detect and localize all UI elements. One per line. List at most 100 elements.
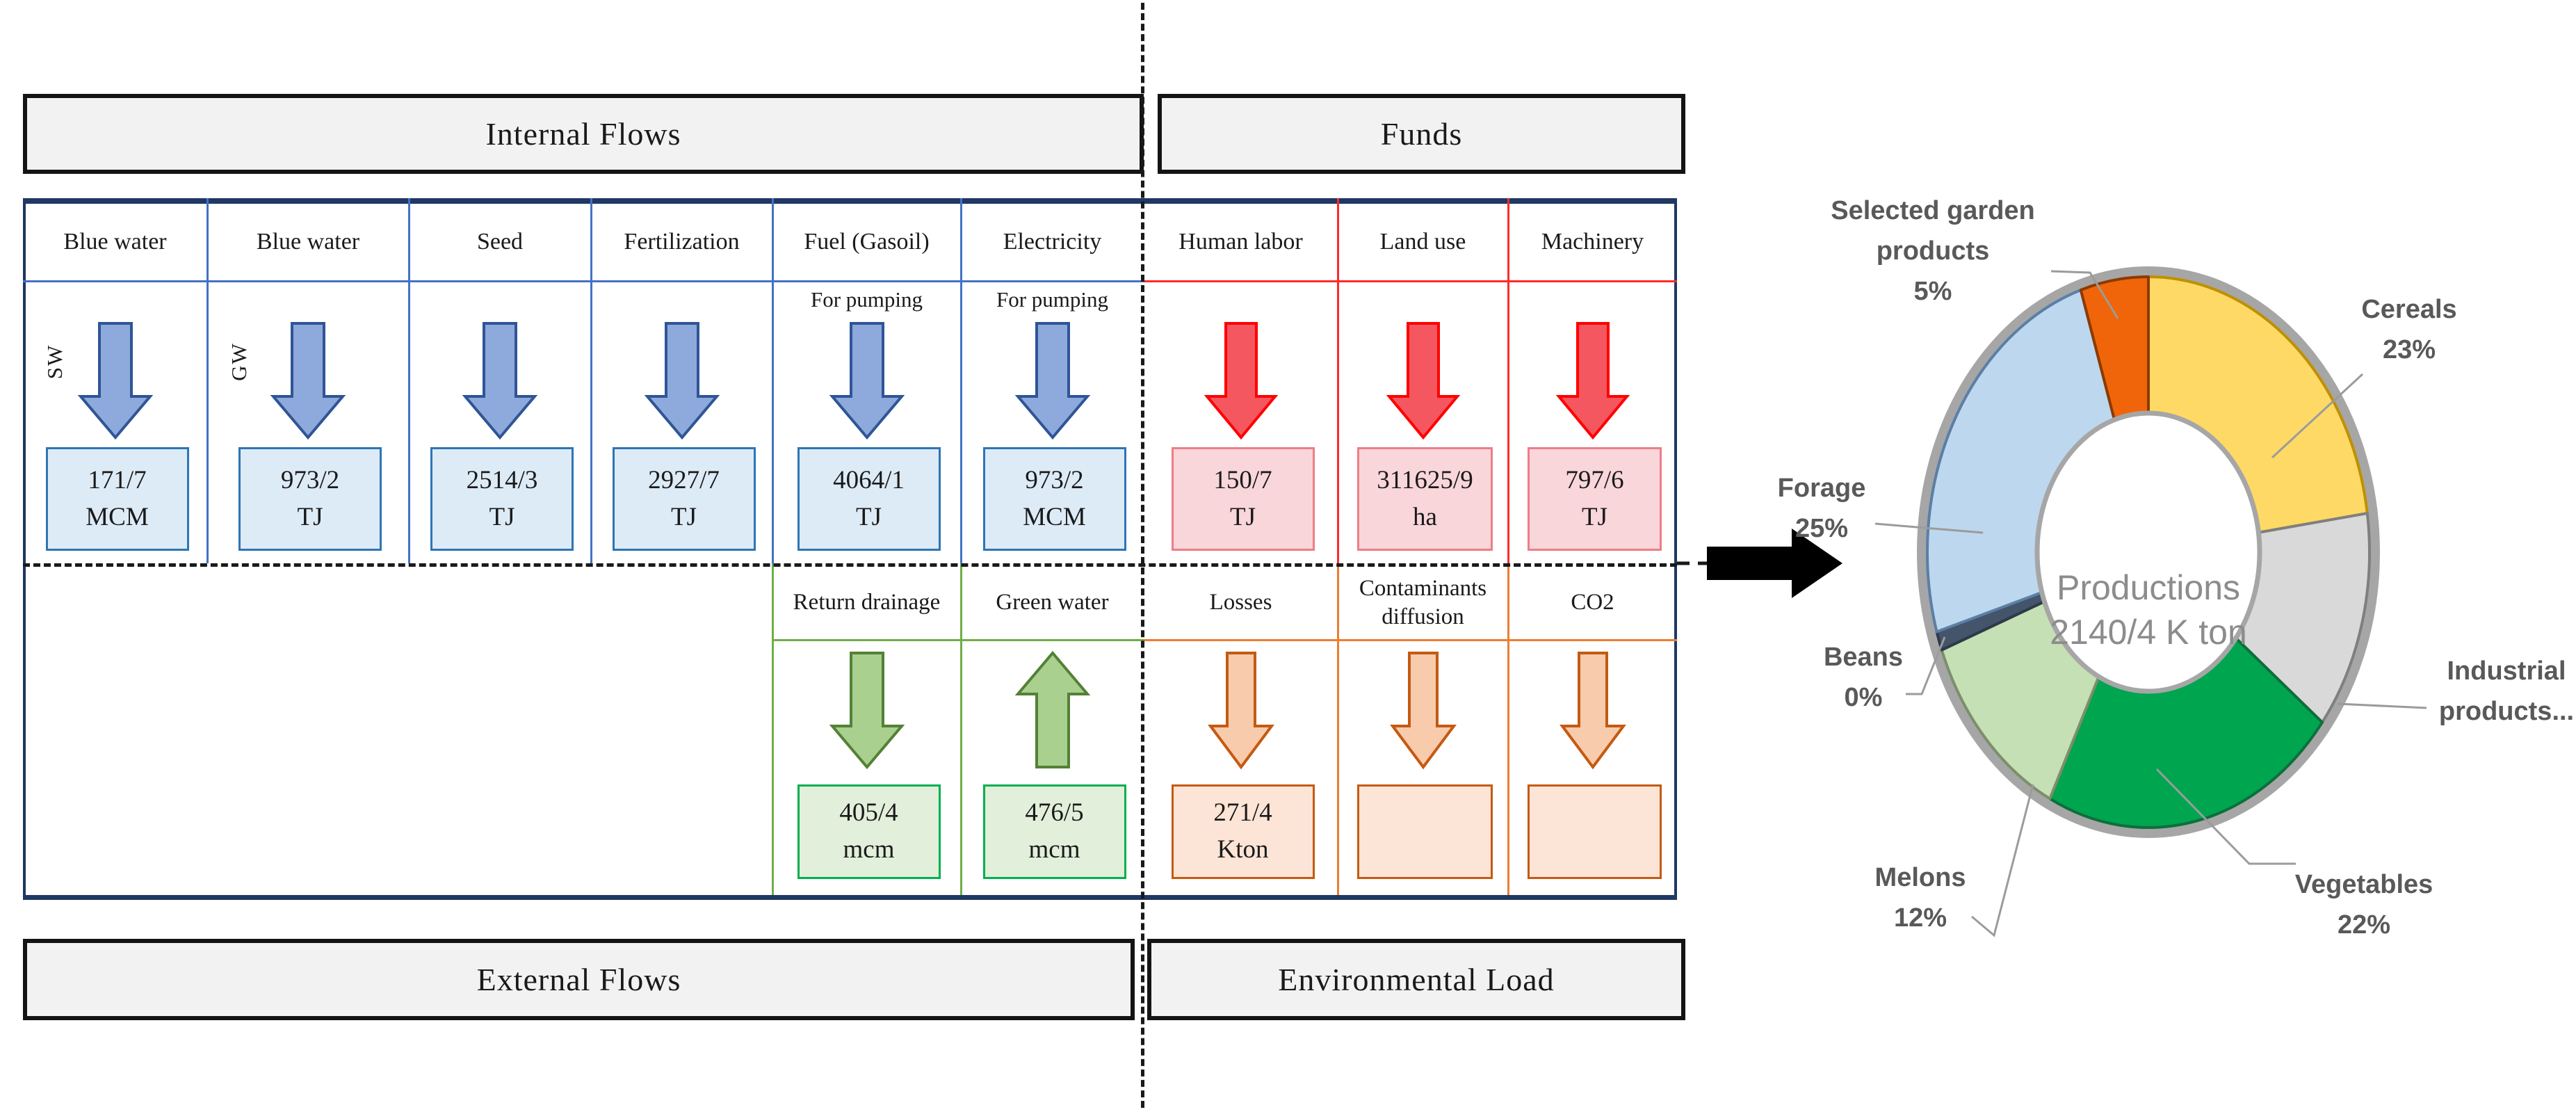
value-box-line2: Kton: [1217, 835, 1269, 864]
flow-arrow-down-icon: [1207, 652, 1274, 770]
value-box-line1: 476/5: [1025, 798, 1084, 828]
flow-arrow-down-icon: [1559, 652, 1626, 770]
column-separator-row2: [960, 563, 962, 895]
flow-arrow-down-icon: [1204, 322, 1278, 440]
slice-label-line: Forage: [1777, 474, 1866, 503]
value-box-line1: 797/6: [1565, 465, 1624, 494]
slice-label-line: products: [1876, 236, 1990, 266]
column-title-row2: CO2: [1571, 590, 1614, 615]
environmental-load-label: Environmental Load: [1278, 962, 1555, 997]
external-flows-header: External Flows: [23, 939, 1135, 1020]
internal-flows-label: Internal Flows: [485, 116, 681, 152]
slice-label-line: products...: [2438, 697, 2575, 726]
column-title: Blue water: [256, 229, 360, 255]
flow-arrow-down-icon: [1389, 652, 1457, 770]
value-box-line2: TJ: [297, 502, 323, 531]
column-separator-row2: [1507, 563, 1509, 895]
flow-arrow-down-icon: [829, 652, 905, 770]
flow-arrow-down-icon: [644, 322, 720, 440]
column-title: Seed: [476, 229, 524, 255]
slice-label-line: 12%: [1893, 903, 1947, 933]
flow-arrow-down-icon: [77, 322, 153, 440]
value-box-line1: 4064/1: [833, 465, 905, 494]
slice-label-line: Vegetables: [2294, 870, 2433, 899]
title-rule-blue: [23, 280, 1144, 282]
slice-label-line: 25%: [1795, 514, 1849, 543]
column-separator-row2: [1337, 563, 1339, 895]
slice-label-line: 5%: [1913, 277, 1952, 306]
internal-external-dashed-line: [1141, 3, 1144, 1108]
column-title: Blue water: [63, 229, 167, 255]
leader-line: [1971, 784, 2034, 937]
flows-table-border: [23, 198, 1677, 900]
column-title: Fertilization: [624, 229, 740, 255]
column-separator: [772, 198, 774, 563]
column-separator: [960, 198, 962, 563]
value-box-line2: TJ: [856, 502, 882, 531]
slice-label-melons: Melons 12%: [1875, 857, 1966, 938]
slice-label-line: Beans: [1823, 643, 1904, 672]
slice-label-forage: Forage 25%: [1778, 468, 1866, 549]
slice-label-beans: Beans 0%: [1824, 637, 1903, 718]
value-box-line2: TJ: [1230, 502, 1256, 531]
column-separator: [590, 198, 592, 563]
value-box-line1: 311625/9: [1377, 465, 1473, 494]
slice-label-line: 0%: [1844, 683, 1883, 712]
value-box-line1: 2927/7: [648, 465, 720, 494]
column-separator: [408, 198, 410, 563]
slice-label-line: 23%: [2382, 335, 2436, 364]
slice-label-line: Industrial: [2447, 656, 2566, 686]
slice-label-industrial-products: Industrial products...: [2439, 651, 2574, 732]
internal-flows-header: Internal Flows: [23, 94, 1144, 174]
external-flows-label: External Flows: [476, 962, 681, 997]
value-box-line2: mcm: [843, 835, 895, 864]
slice-label-line: Cereals: [2361, 295, 2457, 324]
value-box-line2: MCM: [1023, 502, 1086, 531]
leader-line: [1906, 636, 1946, 695]
title-rule-green: [772, 639, 1144, 641]
flow-to-chart-arrow-icon: [1707, 529, 1842, 598]
donut-center-text-line2: 2140/4 K ton: [2050, 613, 2247, 652]
funds-header: Funds: [1158, 94, 1685, 174]
column-separator: [206, 198, 209, 563]
column-title-row2: Green water: [996, 590, 1109, 615]
flow-arrow-up-icon: [1014, 650, 1090, 768]
column-separator: [1337, 198, 1339, 563]
value-box-line1: 271/4: [1213, 798, 1272, 828]
column-title: Electricity: [1003, 229, 1102, 255]
for-pumping-label: For pumping: [996, 287, 1109, 312]
flow-arrow-down-icon: [1386, 322, 1460, 440]
value-box-line1: 171/7: [88, 465, 147, 494]
value-box: 405/4 mcm: [797, 784, 941, 879]
empty-value-box: [1357, 784, 1493, 879]
slice-label-line: 22%: [2337, 910, 2391, 940]
flow-arrow-down-icon: [1014, 322, 1090, 440]
value-box-line1: 973/2: [280, 465, 340, 494]
slice-label-line: Melons: [1874, 863, 1966, 892]
flow-arrow-down-icon: [270, 322, 346, 440]
value-box-line2: ha: [1413, 502, 1437, 531]
for-pumping-label: For pumping: [810, 287, 923, 312]
flow-arrow-down-icon: [829, 322, 905, 440]
leader-line: [2155, 768, 2296, 865]
column-title-row2: Losses: [1209, 590, 1272, 615]
value-box-line2: MCM: [86, 502, 149, 531]
column-title-row2: Return drainage: [793, 590, 941, 615]
leader-line: [2050, 270, 2119, 319]
column-title: Fuel (Gasoil): [804, 229, 930, 255]
slice-label-cereals: Cereals 23%: [2361, 289, 2456, 370]
column-title: Land use: [1379, 229, 1466, 255]
leader-line: [1874, 522, 1984, 534]
funds-label: Funds: [1380, 116, 1463, 152]
column-separator: [1507, 198, 1509, 563]
value-box-line1: 405/4: [839, 798, 898, 828]
